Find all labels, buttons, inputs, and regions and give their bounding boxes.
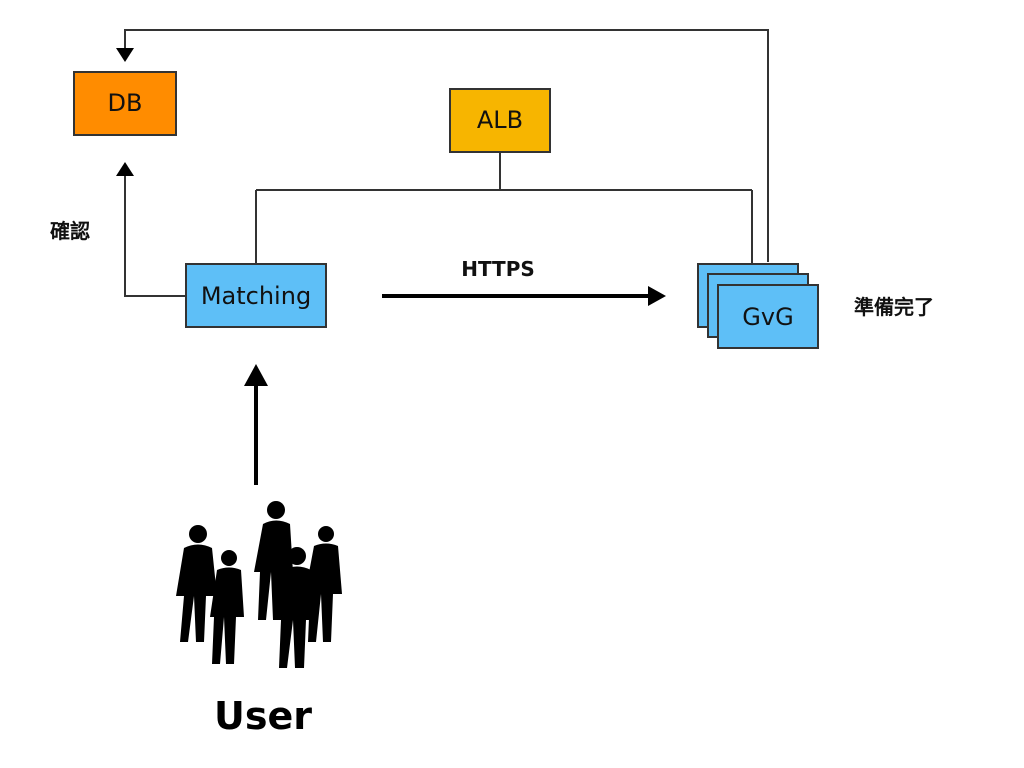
matching-to-gvg-arrowhead [648, 286, 666, 306]
matching-to-db-line [124, 176, 186, 297]
person-silhouette [305, 526, 342, 642]
person-silhouette [275, 547, 315, 668]
person-silhouette [210, 550, 244, 664]
person-silhouette [254, 501, 293, 620]
confirm-edge-label: 確認 [50, 219, 90, 243]
gvg-stack-front [717, 284, 819, 349]
matching-node: Matching [185, 263, 327, 328]
gvg-node-stack: GvG [697, 263, 819, 349]
gvg-to-db-arrowhead [116, 48, 134, 62]
matching-to-db-arrowhead [116, 162, 134, 176]
gvg-to-db-line [124, 29, 769, 262]
gvg-label: GvG [742, 303, 793, 331]
alb-label: ALB [477, 106, 523, 134]
ready-edge-label: 準備完了 [854, 295, 934, 319]
people-group-icon [176, 501, 342, 668]
https-edge-label: HTTPS [461, 257, 535, 281]
alb-connector-line [255, 152, 753, 268]
db-label: DB [108, 89, 143, 117]
user-to-matching-arrowhead [244, 364, 268, 386]
alb-node: ALB [449, 88, 551, 153]
user-label: User [214, 694, 312, 738]
db-node: DB [73, 71, 177, 136]
matching-label: Matching [201, 282, 311, 310]
person-silhouette [176, 525, 217, 642]
